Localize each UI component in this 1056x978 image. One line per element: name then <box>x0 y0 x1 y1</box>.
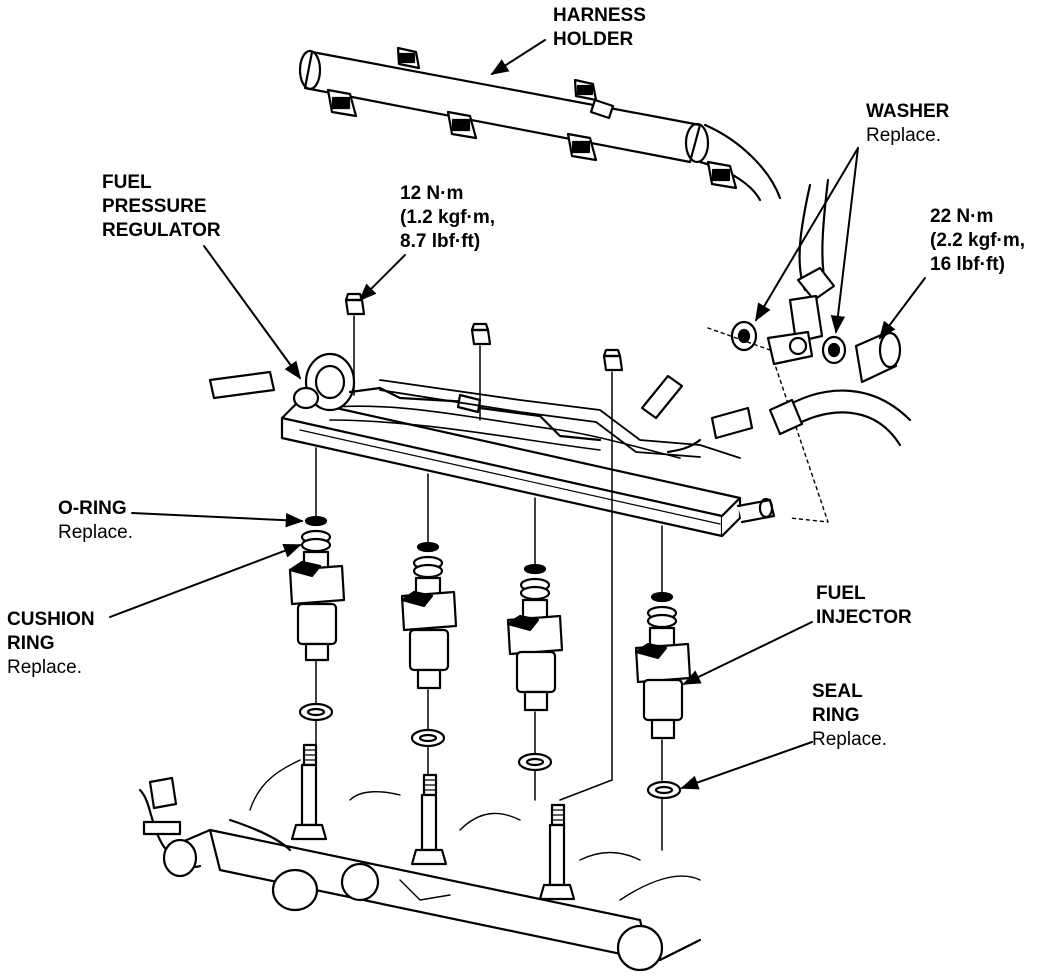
seal-ring <box>410 728 446 748</box>
fuel-hoses <box>666 178 912 454</box>
cushion-ring <box>300 529 332 553</box>
regulator-arrow <box>203 245 302 380</box>
seal-ring-arrow <box>680 741 813 790</box>
seal-ring-label-note: Replace. <box>812 729 887 750</box>
washer-arrow <box>755 147 859 322</box>
fuel-rail <box>280 398 776 538</box>
mounting-stud <box>538 803 576 901</box>
cushion-ring-label: CUSHION RING Replace. <box>7 608 95 680</box>
seal-ring-label: SEAL RING Replace. <box>812 680 887 752</box>
banjo-fitting <box>766 266 836 366</box>
seal-ring-label-line-1: SEAL <box>812 681 863 702</box>
o-ring-label: O-RING Replace. <box>58 497 133 545</box>
o-ring-arrow <box>131 512 304 528</box>
mounting-nut <box>344 292 366 316</box>
o-ring <box>523 563 547 575</box>
harness-clip <box>396 46 421 70</box>
injector-stack-2 <box>400 541 458 748</box>
nut-torque-line-1: 12 N·m <box>400 183 464 204</box>
cushion-ring-arrow <box>109 544 302 618</box>
mounting-nut <box>602 348 624 372</box>
washer-arrow <box>830 147 859 334</box>
leader-lines <box>109 39 926 790</box>
fuel-pressure-regulator <box>292 352 602 442</box>
seal-ring <box>517 752 553 772</box>
nut-torque-arrow <box>358 254 406 302</box>
mounting-stud <box>410 773 448 866</box>
harness-clip <box>706 160 738 190</box>
fuel-injector <box>506 598 564 712</box>
cushion-ring <box>412 555 444 579</box>
fuel-injector-arrow <box>682 621 813 685</box>
harness-holder-arrow <box>490 39 546 75</box>
nut-torque-label: 12 N·m (1.2 kgf·m, 8.7 lbf·ft) <box>400 182 495 254</box>
seal-ring <box>298 702 334 722</box>
seal-ring <box>646 780 682 800</box>
cushion-ring <box>646 605 678 629</box>
fuel-pressure-regulator-line-2: PRESSURE <box>102 196 207 217</box>
bolt-torque-label: 22 N·m (2.2 kgf·m, 16 lbf·ft) <box>930 205 1025 277</box>
harness-clip <box>573 78 598 102</box>
fuel-pressure-regulator-label: FUEL PRESSURE REGULATOR <box>102 171 221 243</box>
banjo-bolt <box>854 330 902 384</box>
fuel-injector-label-line-2: INJECTOR <box>816 607 912 628</box>
fuel-injector-label: FUEL INJECTOR <box>816 582 912 630</box>
bolt-torque-line-1: 22 N·m <box>930 206 994 227</box>
fuel-pressure-regulator-line-3: REGULATOR <box>102 220 221 241</box>
nut-torque-line-2: (1.2 kgf·m, <box>400 207 496 228</box>
fuel-injector <box>634 626 692 740</box>
injector-stack-4 <box>634 591 692 800</box>
o-ring <box>416 541 440 553</box>
o-ring <box>650 591 674 603</box>
cushion-ring-label-line-1: CUSHION <box>7 609 95 630</box>
fuel-injector <box>400 576 458 690</box>
harness-holder-label-line-1: HARNESS <box>553 5 646 26</box>
harness-holder <box>298 46 782 202</box>
harness-clip <box>566 132 598 162</box>
seal-ring-label-line-2: RING <box>812 705 860 726</box>
fuel-injector <box>288 550 346 662</box>
washer-label: WASHER Replace. <box>866 100 949 148</box>
harness-holder-label-line-2: HOLDER <box>553 29 634 50</box>
bolt-torque-line-2: (2.2 kgf·m, <box>930 230 1026 251</box>
injector-stack-1 <box>288 515 346 722</box>
injector-stack-3 <box>506 563 564 772</box>
harness-holder-label: HARNESS HOLDER <box>553 4 646 52</box>
intake-manifold <box>138 759 702 972</box>
washer-label-note: Replace. <box>866 125 941 146</box>
washer <box>730 320 758 352</box>
injector-axis-lines <box>315 447 663 851</box>
bolt-torque-line-3: 16 lbf·ft) <box>930 254 1005 275</box>
harness-clip <box>326 88 358 118</box>
cushion-ring-label-line-2: RING <box>7 633 55 654</box>
fuel-injector-label-line-1: FUEL <box>816 583 866 604</box>
mounting-stud <box>290 743 328 841</box>
cushion-ring-label-note: Replace. <box>7 657 82 678</box>
washer <box>821 335 847 365</box>
fuel-pressure-regulator-line-1: FUEL <box>102 172 152 193</box>
cushion-ring <box>519 577 551 601</box>
o-ring-label-title: O-RING <box>58 498 127 519</box>
bolt-torque-arrow <box>878 277 926 340</box>
washer-label-title: WASHER <box>866 101 950 122</box>
harness-clip <box>446 110 478 140</box>
nut-torque-line-3: 8.7 lbf·ft) <box>400 231 481 252</box>
o-ring <box>304 515 328 527</box>
o-ring-label-note: Replace. <box>58 522 133 543</box>
mounting-nut <box>470 322 492 346</box>
